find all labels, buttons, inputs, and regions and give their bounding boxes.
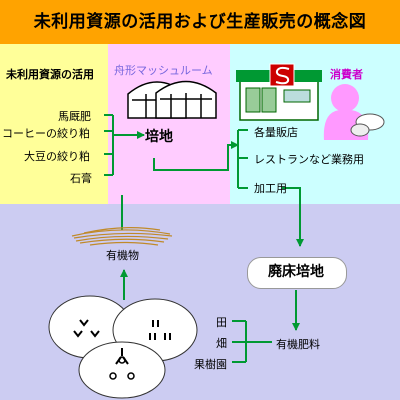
straw-bundle-icon xyxy=(71,227,173,246)
resource-item: 馬厩肥 xyxy=(58,110,91,123)
field-item: 畑 xyxy=(216,337,227,350)
spent-culture-box xyxy=(247,257,347,289)
outlet-item: 加工用 xyxy=(254,182,287,195)
shop-icon xyxy=(236,63,322,121)
mushroom-icon xyxy=(350,113,385,137)
microbe-marks xyxy=(73,319,171,380)
processing-to-spent-arrow xyxy=(282,187,304,247)
outlet-bracket xyxy=(237,129,248,189)
resources-panel xyxy=(0,44,108,204)
field-item: 田 xyxy=(216,316,227,329)
resources-heading: 未利用資源の活用 xyxy=(6,68,94,81)
microbe-circles xyxy=(48,295,198,399)
spent-culture-label: 廃床培地 xyxy=(268,264,324,280)
consumer-figure xyxy=(323,84,369,140)
consumer-label: 消費者 xyxy=(330,68,363,81)
culture-label: 培地 xyxy=(145,129,173,145)
field-bracket xyxy=(232,320,272,363)
field-item: 果樹園 xyxy=(194,358,227,371)
culture-to-outlets-arrow xyxy=(153,141,239,171)
kiln-panel xyxy=(108,44,230,204)
resource-item: コーヒーの絞り粕 xyxy=(2,127,90,140)
title-bar xyxy=(0,0,400,44)
kiln-label: 舟形マッシュルーム xyxy=(114,64,213,77)
resource-item: 石膏 xyxy=(70,172,92,185)
organic-fertilizer-label: 有機肥料 xyxy=(276,338,320,351)
outlet-item: 各量販店 xyxy=(254,126,298,139)
resource-bracket xyxy=(104,114,114,176)
outlet-item: レストランなど業務用 xyxy=(254,153,364,166)
resource-item: 大豆の絞り粕 xyxy=(24,150,90,163)
kiln-icon xyxy=(127,80,217,119)
organic-matter-label: 有機物 xyxy=(106,249,139,262)
diagram-title: 未利用資源の活用および生産販売の概念図 xyxy=(33,12,367,32)
